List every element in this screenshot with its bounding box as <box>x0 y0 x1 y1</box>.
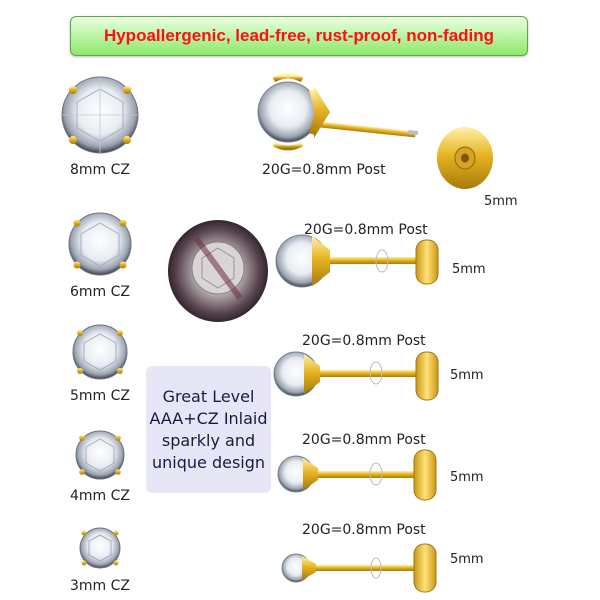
stone-size-label: 4mm CZ <box>70 488 130 504</box>
earring-stud-4mm-image <box>277 449 437 501</box>
back-size-label: 5mm <box>450 552 484 567</box>
quality-info-box: Great Level AAA+CZ Inlaid sparkly and un… <box>146 366 271 493</box>
stone-5mm: 5mm CZ <box>56 320 144 404</box>
cz-stone-5mm-image <box>72 324 128 380</box>
stone-size-label: 5mm CZ <box>70 388 130 404</box>
headline-text: Hypoallergenic, lead-free, rust-proof, n… <box>103 26 495 45</box>
cz-stone-4mm-image <box>75 430 125 480</box>
back-size-label: 5mm <box>450 470 484 485</box>
earring-stud-3mm-image <box>281 543 437 593</box>
back-size-label: 5mm <box>450 368 484 383</box>
info-line: Great Level <box>162 386 255 406</box>
cz-stone-8mm-image <box>61 76 139 154</box>
info-line: unique design <box>151 452 266 472</box>
earring-stud-5mm-image <box>273 351 439 401</box>
stone-size-label: 8mm CZ <box>70 162 130 178</box>
headline-banner: Hypoallergenic, lead-free, rust-proof, n… <box>70 16 528 56</box>
post-gauge-label: 20G=0.8mm Post <box>302 432 426 448</box>
info-line: AAA+CZ Inlaid <box>149 408 268 428</box>
cz-stone-6mm-image <box>68 212 132 276</box>
stone-3mm: 3mm CZ <box>56 522 144 594</box>
stone-6mm: 6mm CZ <box>56 208 144 300</box>
stone-closeup-image <box>168 220 268 322</box>
post-gauge-label: 20G=0.8mm Post <box>304 222 428 238</box>
stone-size-label: 3mm CZ <box>70 578 130 594</box>
earring-stud-8mm-image <box>257 73 419 151</box>
post-gauge-label: 20G=0.8mm Post <box>302 333 426 349</box>
stone-4mm: 4mm CZ <box>56 426 144 504</box>
post-gauge-label: 20G=0.8mm Post <box>262 162 386 178</box>
earring-stud-6mm-image <box>275 234 439 288</box>
post-gauge-label: 20G=0.8mm Post <box>302 522 426 538</box>
info-line: sparkly and <box>161 430 256 450</box>
earring-back-image <box>437 127 493 189</box>
stone-size-label: 6mm CZ <box>70 284 130 300</box>
back-size-label: 5mm <box>452 262 486 277</box>
cz-stone-3mm-image <box>79 527 121 569</box>
stone-8mm: 8mm CZ <box>56 72 144 178</box>
back-size-label: 5mm <box>484 194 518 209</box>
